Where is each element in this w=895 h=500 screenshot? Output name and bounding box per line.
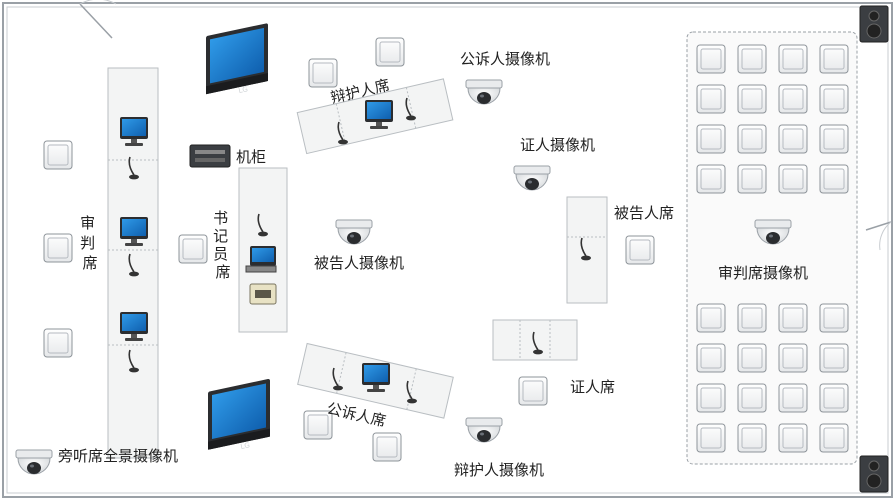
speaker-icon xyxy=(859,455,889,493)
chair-icon xyxy=(696,164,726,194)
chair-icon xyxy=(778,44,808,74)
witness-seat-label: 证人席 xyxy=(570,378,615,396)
cabinet-label: 机柜 xyxy=(236,148,266,166)
chair-icon xyxy=(308,58,338,88)
chair-icon xyxy=(778,84,808,114)
tv-brand-logo: LG xyxy=(238,85,249,95)
chair-icon xyxy=(696,124,726,154)
chair-icon xyxy=(625,235,655,265)
chair-icon xyxy=(737,423,767,453)
chair-icon xyxy=(43,233,73,263)
clerk-seat-label: 书 记 员 席 xyxy=(213,209,233,281)
chair-icon xyxy=(737,44,767,74)
computer-icon xyxy=(245,246,277,273)
chair-icon xyxy=(819,164,849,194)
chair-icon xyxy=(819,343,849,373)
chair-icon xyxy=(178,234,208,264)
chair-icon xyxy=(696,84,726,114)
judge-bench xyxy=(107,67,159,459)
defendant-seat-label: 被告人席 xyxy=(614,204,674,222)
chair-icon xyxy=(778,124,808,154)
chair-icon xyxy=(375,37,405,67)
witness-camera-label: 证人摄像机 xyxy=(520,136,595,154)
chair-icon xyxy=(778,164,808,194)
chair-icon xyxy=(696,383,726,413)
chair-icon xyxy=(696,343,726,373)
tv-screen-icon xyxy=(206,23,268,95)
chair-icon xyxy=(518,376,548,406)
judge-camera-label: 审判席摄像机 xyxy=(718,264,808,282)
door-top-left xyxy=(79,0,117,39)
door-right xyxy=(865,221,892,251)
chair-icon xyxy=(819,44,849,74)
chair-icon xyxy=(778,343,808,373)
defendant-camera-label: 被告人摄像机 xyxy=(314,254,404,272)
judge-bench-label: 审 判 席 xyxy=(80,214,100,272)
chair-icon xyxy=(778,383,808,413)
chair-icon xyxy=(737,164,767,194)
tv-screen-icon xyxy=(208,378,270,450)
defendant-camera-icon xyxy=(335,219,373,245)
cabinet-icon xyxy=(189,144,231,168)
chair-icon xyxy=(819,383,849,413)
chair-icon xyxy=(696,303,726,333)
chair-icon xyxy=(696,423,726,453)
chair-icon xyxy=(819,124,849,154)
defendant-stand xyxy=(566,196,608,304)
gallery-area xyxy=(686,31,858,465)
chair-icon xyxy=(737,343,767,373)
speaker-icon xyxy=(859,5,889,43)
tv-brand-logo: LG xyxy=(240,441,251,451)
chair-icon xyxy=(819,84,849,114)
chair-icon xyxy=(43,328,73,358)
chair-icon xyxy=(43,140,73,170)
printer-icon xyxy=(249,283,277,305)
defense-camera-label: 辩护人摄像机 xyxy=(454,461,544,479)
chair-icon xyxy=(696,44,726,74)
chair-icon xyxy=(778,423,808,453)
chair-icon xyxy=(737,303,767,333)
clerk-desk xyxy=(238,167,288,333)
gallery-camera-label: 旁听席全景摄像机 xyxy=(58,447,178,465)
chair-icon xyxy=(819,303,849,333)
chair-icon xyxy=(737,383,767,413)
prosecutor-camera-label: 公诉人摄像机 xyxy=(460,50,550,68)
chair-icon xyxy=(737,124,767,154)
witness-camera-icon xyxy=(513,165,551,191)
gallery-camera-icon xyxy=(15,449,53,475)
defense-camera-icon xyxy=(465,417,503,443)
prosecutor-camera-icon xyxy=(465,79,503,105)
prosecutor-seat-label: 公诉人席 xyxy=(325,399,388,430)
chair-icon xyxy=(372,432,402,462)
chair-icon xyxy=(819,423,849,453)
chair-icon xyxy=(737,84,767,114)
witness-stand xyxy=(492,319,578,361)
chair-icon xyxy=(778,303,808,333)
